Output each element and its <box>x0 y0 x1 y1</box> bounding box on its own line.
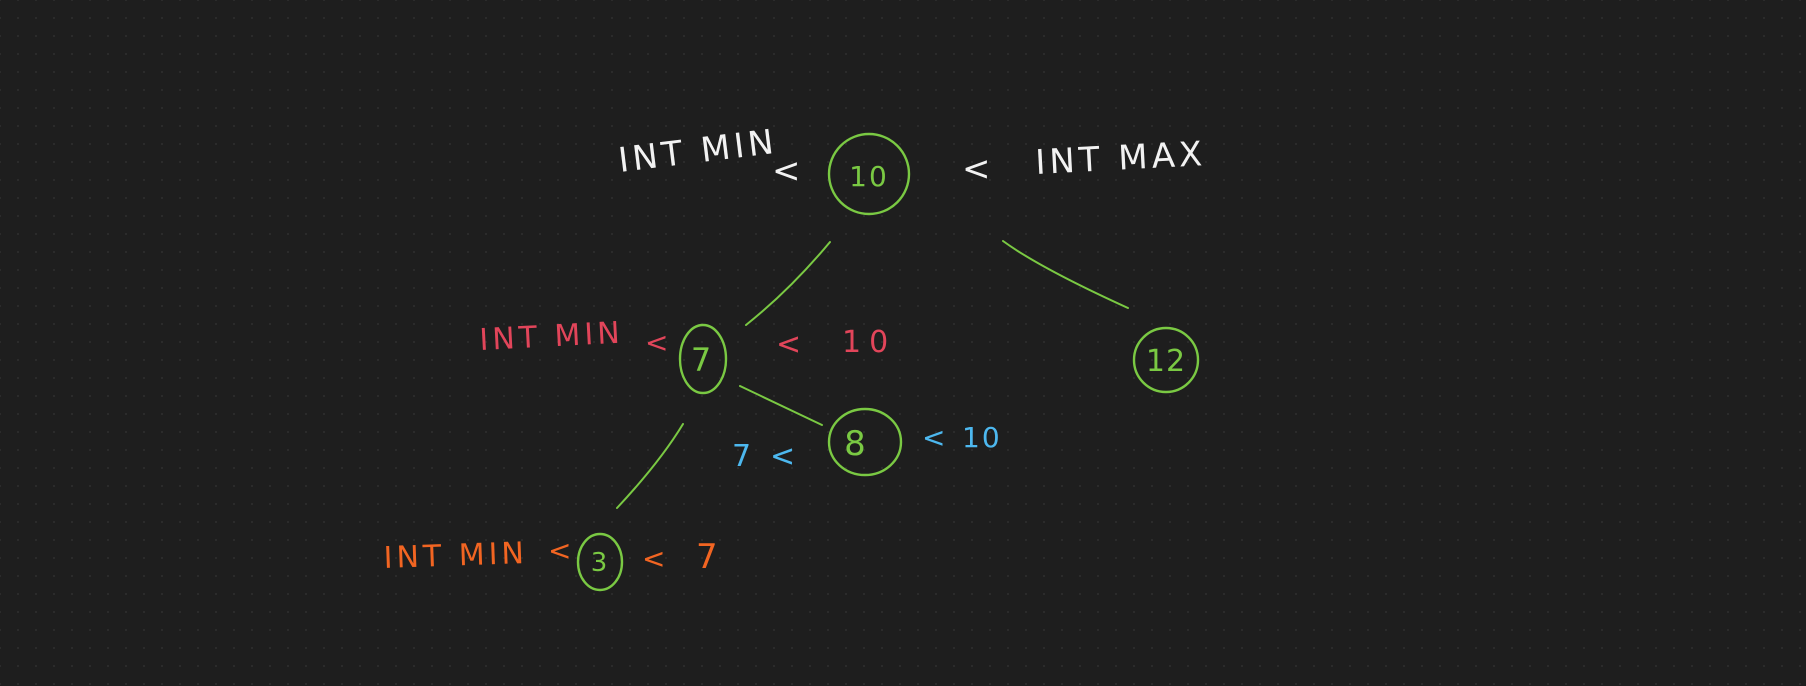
node-right: 12 <box>1132 326 1200 394</box>
node-left: 7 <box>678 323 728 395</box>
edge-root-right <box>1002 240 1129 309</box>
node-left-left-value: 3 <box>591 548 612 578</box>
left-right-lower-bound: 7 <box>732 439 755 474</box>
leftmost-upper-bound: 7 <box>696 537 722 577</box>
leftmost-lower-operator: < <box>548 534 575 567</box>
node-right-value: 12 <box>1146 344 1186 379</box>
left-right-upper-operator: < <box>922 421 949 454</box>
node-root-value: 10 <box>849 160 889 193</box>
root-upper-bound: INT MAX <box>1034 134 1207 183</box>
left-lower-bound: INT MIN <box>479 315 625 358</box>
root-upper-operator: < <box>962 149 995 189</box>
node-left-value: 7 <box>691 341 715 379</box>
left-lower-operator: < <box>645 326 672 359</box>
edge-left-leftleft <box>616 423 684 509</box>
left-upper-bound: 10 <box>842 325 896 360</box>
node-left-right: 8 <box>827 407 903 477</box>
edge-left-leftright <box>739 385 823 426</box>
leftmost-lower-bound: INT MIN <box>383 536 528 576</box>
root-lower-operator: < <box>772 151 805 191</box>
node-left-right-value: 8 <box>844 424 870 464</box>
left-upper-operator: < <box>776 327 805 362</box>
root-lower-bound: INT MIN <box>616 122 780 181</box>
node-left-left: 3 <box>576 532 624 592</box>
node-root: 10 <box>827 132 911 216</box>
leftmost-upper-operator: < <box>642 542 669 575</box>
left-right-upper-bound: 10 <box>962 421 1002 454</box>
left-right-lower-operator: < <box>770 439 799 474</box>
edge-root-left <box>745 241 831 326</box>
